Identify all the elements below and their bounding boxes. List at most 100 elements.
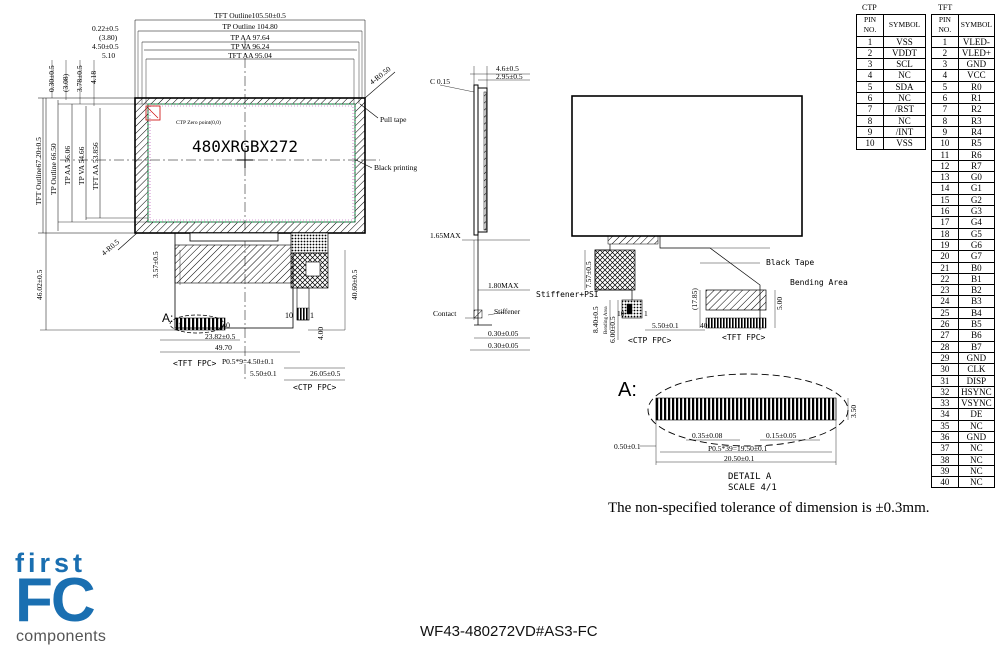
ctp-fpc xyxy=(290,232,329,254)
side-c015: C 0.15 xyxy=(430,77,450,86)
front-view-text: TFT Outline105.50±0.5 TP Outline 104.80 … xyxy=(34,11,417,392)
dim-v030: 0.30±0.5 xyxy=(47,65,56,92)
rear-840: 8.40±0.5 xyxy=(591,306,600,333)
pin-symbol: GND xyxy=(957,430,996,444)
pin-symbol: DISP xyxy=(957,374,996,387)
pin-number: 5 xyxy=(856,80,884,94)
rear-outline xyxy=(571,95,803,237)
pin-symbol: G5 xyxy=(957,227,996,240)
pin-symbol: NC xyxy=(957,419,996,432)
pin-number: 1 xyxy=(931,35,959,48)
dim-2382: 23.82±0.5 xyxy=(205,332,236,341)
pin-number: 40 xyxy=(931,476,959,489)
dim-v308: (3.08) xyxy=(61,73,70,92)
ctp-header-pin: PIN NO. xyxy=(856,14,884,37)
dim-tft-outline-w: TFT Outline105.50±0.5 xyxy=(214,11,286,20)
pin-number: 11 xyxy=(931,148,959,161)
detail-035: 0.35±0.08 xyxy=(692,431,723,440)
tft-header-symbol: SYMBOL xyxy=(957,14,996,37)
pin-symbol: NC xyxy=(957,442,996,455)
pin-number: 16 xyxy=(931,205,959,218)
logo-components: components xyxy=(16,628,107,645)
pin-number: 4 xyxy=(856,69,884,82)
side-view xyxy=(439,66,530,351)
pin-symbol: NC xyxy=(883,114,926,127)
rear-ctp-fpc: <CTP FPC> xyxy=(628,336,672,345)
pin-number: 8 xyxy=(931,114,959,127)
rear-view xyxy=(571,95,803,340)
pin-symbol: GND xyxy=(957,351,996,365)
pin-number: 23 xyxy=(931,284,959,297)
dim-4602: 46.02±0.5 xyxy=(35,269,44,300)
dim-tp-aa-w: TP AA 97.64 xyxy=(230,33,269,42)
pin-symbol: VDDT xyxy=(883,46,926,60)
pin-symbol: B1 xyxy=(957,272,996,286)
pin-number: 9 xyxy=(931,125,959,139)
side-165: 1.65MAX xyxy=(430,231,461,240)
pin-number: 9 xyxy=(856,125,884,139)
rear-pin-10: 10 xyxy=(617,309,625,318)
rear-500: 5.00 xyxy=(775,297,784,310)
dim-tp-va-w: TP VA 96.24 xyxy=(231,42,270,51)
pin-symbol: G1 xyxy=(957,182,996,195)
rear-pin-40: 40 xyxy=(700,321,708,330)
pin-symbol: B6 xyxy=(957,329,996,342)
pin-symbol: SCL xyxy=(883,58,926,71)
dim-2605: 26.05±0.5 xyxy=(310,369,341,378)
pin-number: 7 xyxy=(856,103,884,116)
dim-550: 5.50±0.1 xyxy=(250,369,277,378)
dim-v418: 4.18 xyxy=(89,71,98,84)
dim-tft-aa-w: TFT AA 95.04 xyxy=(228,51,272,60)
pin-symbol: R3 xyxy=(957,114,996,127)
pin-symbol: VSS xyxy=(883,35,926,48)
ctp-header-symbol: SYMBOL xyxy=(883,14,926,37)
detail-a-contacts xyxy=(655,397,837,421)
detail-scale: SCALE 4/1 xyxy=(728,483,777,493)
dim-4970: 49.70 xyxy=(215,343,232,352)
rear-tft-fpc: <TFT FPC> xyxy=(722,333,766,342)
pin-number: 18 xyxy=(931,227,959,240)
pin-symbol: R1 xyxy=(957,92,996,105)
pin-symbol: R6 xyxy=(957,148,996,161)
detail-a xyxy=(640,373,849,465)
rear-pin-1: 1 xyxy=(644,309,648,318)
side-295: 2.95±0.5 xyxy=(496,72,523,81)
detail-015: 0.15±0.05 xyxy=(766,431,797,440)
tolerance-note: The non-specified tolerance of dimension… xyxy=(608,500,930,516)
pin-symbol: G2 xyxy=(957,193,996,207)
detail-title: DETAIL A xyxy=(728,472,772,482)
logo-first: first xyxy=(15,548,87,578)
pin-symbol: B2 xyxy=(957,284,996,297)
dim-022: 0.22±0.5 xyxy=(92,24,119,33)
dim-450: 4.50±0.5 xyxy=(92,42,119,51)
pin-symbol: G0 xyxy=(957,171,996,184)
pin-symbol: G7 xyxy=(957,250,996,263)
logo-fc: FC xyxy=(15,566,96,635)
pin-1b-front: 1 xyxy=(310,311,314,320)
dim-tp-outline-h: TP Outline 66.50 xyxy=(49,143,58,195)
dim-pitch-fpc: P0.5*9=4.50±0.1 xyxy=(222,357,274,366)
dim-tft-outline-h: TFT Outline67.20±0.5 xyxy=(34,137,43,205)
pin-symbol: /RST xyxy=(883,103,926,116)
pin-symbol: B7 xyxy=(957,340,996,353)
pin-number: 32 xyxy=(931,385,959,399)
